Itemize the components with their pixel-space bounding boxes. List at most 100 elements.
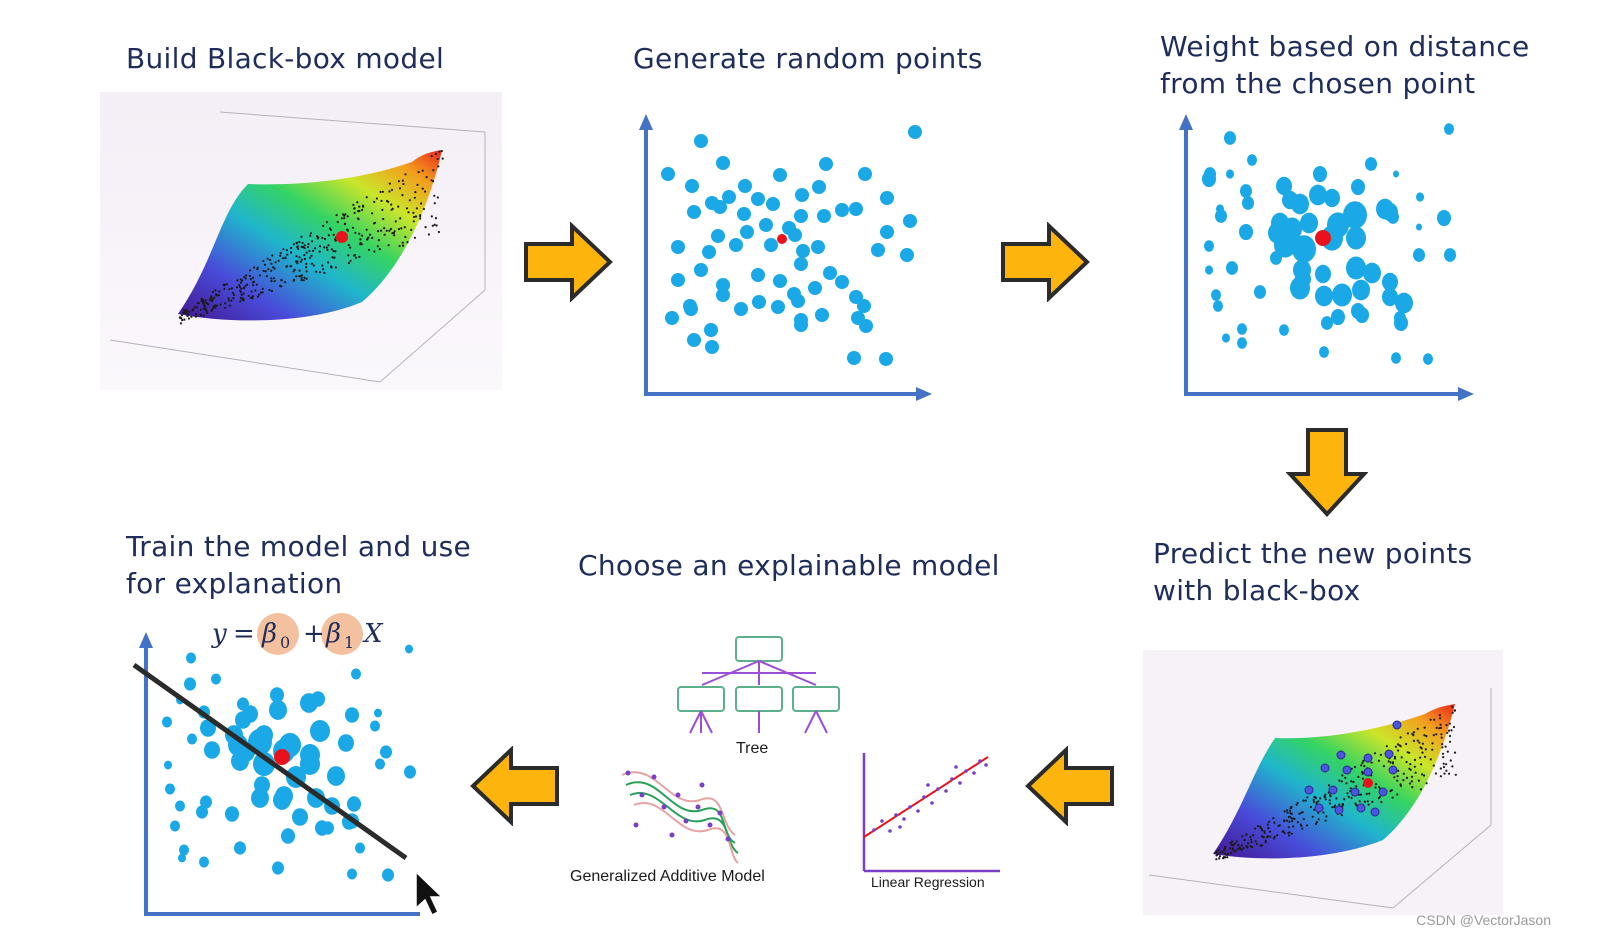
equation: y = β 0 + β 1 X <box>211 613 384 655</box>
sample-point <box>811 240 825 254</box>
sample-point <box>186 652 196 664</box>
sample-point <box>819 157 833 171</box>
surface-speck <box>300 258 303 261</box>
surface-speck <box>1306 824 1309 827</box>
surface-speck <box>244 277 247 280</box>
surface-speck <box>1313 808 1316 811</box>
surface-speck <box>332 233 335 236</box>
surface-speck <box>1347 795 1350 798</box>
surface-speck <box>1445 724 1448 727</box>
surface-speck <box>251 297 254 300</box>
predicted-point <box>1370 807 1380 817</box>
surface-speck <box>1287 834 1291 837</box>
surface-speck <box>1324 819 1327 822</box>
surface-speck <box>1231 840 1234 843</box>
surface-speck <box>302 279 305 282</box>
surface-speck <box>1230 851 1233 855</box>
surface-speck <box>383 233 386 236</box>
sample-point <box>300 693 318 713</box>
surface-speck <box>231 291 235 295</box>
sample-point <box>178 853 186 863</box>
surface-speck <box>1319 797 1322 800</box>
chosen-point-marker <box>1363 778 1373 788</box>
sample-point <box>322 821 334 835</box>
predicted-point <box>1356 803 1366 813</box>
surface-speck <box>1366 800 1369 803</box>
surface-speck <box>327 261 330 264</box>
surface-speck <box>1354 802 1357 805</box>
sample-point <box>196 805 208 819</box>
surface-speck <box>252 284 255 287</box>
surface-speck <box>270 289 273 293</box>
surface-speck <box>1314 822 1318 826</box>
surface-speck <box>270 262 273 265</box>
surface-speck <box>300 278 303 282</box>
surface-speck <box>1408 767 1411 770</box>
surface-speck <box>1237 847 1240 850</box>
surface-speck <box>408 199 411 202</box>
surface-speck <box>295 275 298 278</box>
sample-point <box>671 273 685 287</box>
surface-speck <box>1363 765 1366 768</box>
surface-speck <box>437 165 440 168</box>
surface-speck <box>401 194 404 197</box>
surface-speck <box>1432 764 1435 767</box>
surface-speck <box>1311 815 1314 818</box>
surface-speck <box>1421 773 1424 776</box>
surface-speck <box>210 308 213 311</box>
sample-point <box>766 197 780 211</box>
sample-point <box>1332 283 1352 307</box>
surface-speck <box>387 200 390 203</box>
surface-speck <box>239 300 242 303</box>
surface-speck <box>1413 758 1417 761</box>
sample-point <box>347 796 361 812</box>
surface-speck <box>381 208 384 211</box>
surface-speck <box>303 253 306 257</box>
surface-speck <box>210 295 213 298</box>
surface-speck <box>1421 742 1424 745</box>
sample-point <box>1291 193 1309 215</box>
surface-speck <box>413 236 417 239</box>
surface-speck <box>1425 735 1428 738</box>
surface-speck <box>1451 711 1454 714</box>
surface-speck <box>240 293 243 297</box>
surface-speck <box>1432 734 1435 737</box>
surface-speck <box>365 228 368 231</box>
surface-speck <box>346 215 349 218</box>
surface-speck <box>378 248 381 251</box>
surface-speck <box>1365 792 1368 795</box>
surface-speck <box>412 220 415 223</box>
surface-speck <box>1352 780 1355 784</box>
surface-speck <box>1288 809 1292 812</box>
surface-speck <box>190 315 193 318</box>
surface-speck <box>1266 835 1269 838</box>
surface-speck <box>1290 812 1293 815</box>
sample-point <box>347 868 357 880</box>
surface-speck <box>1446 731 1449 734</box>
surface-speck <box>284 281 287 284</box>
sample-point <box>1391 352 1401 364</box>
surface-speck <box>1389 790 1392 793</box>
sample-point <box>661 167 675 181</box>
surface-speck <box>204 301 207 304</box>
surface-speck <box>1287 826 1290 829</box>
surface-speck <box>185 309 189 312</box>
sample-point <box>849 290 863 304</box>
surface-speck <box>244 284 247 287</box>
sample-point <box>179 844 189 856</box>
surface-speck <box>334 239 337 242</box>
surface-speck <box>182 308 185 312</box>
surface-speck <box>356 201 359 204</box>
surface-speck <box>1438 714 1441 717</box>
sample-point <box>796 244 810 258</box>
surface-speck <box>1243 839 1246 842</box>
surface-speck <box>398 187 402 190</box>
surface-speck <box>1434 772 1437 775</box>
surface-speck <box>1419 788 1422 791</box>
surface-speck <box>1233 842 1236 845</box>
sample-point <box>1226 169 1234 179</box>
sample-point <box>751 192 765 206</box>
surface-speck <box>346 229 349 232</box>
sample-point <box>694 263 708 277</box>
surface-speck <box>188 310 191 313</box>
